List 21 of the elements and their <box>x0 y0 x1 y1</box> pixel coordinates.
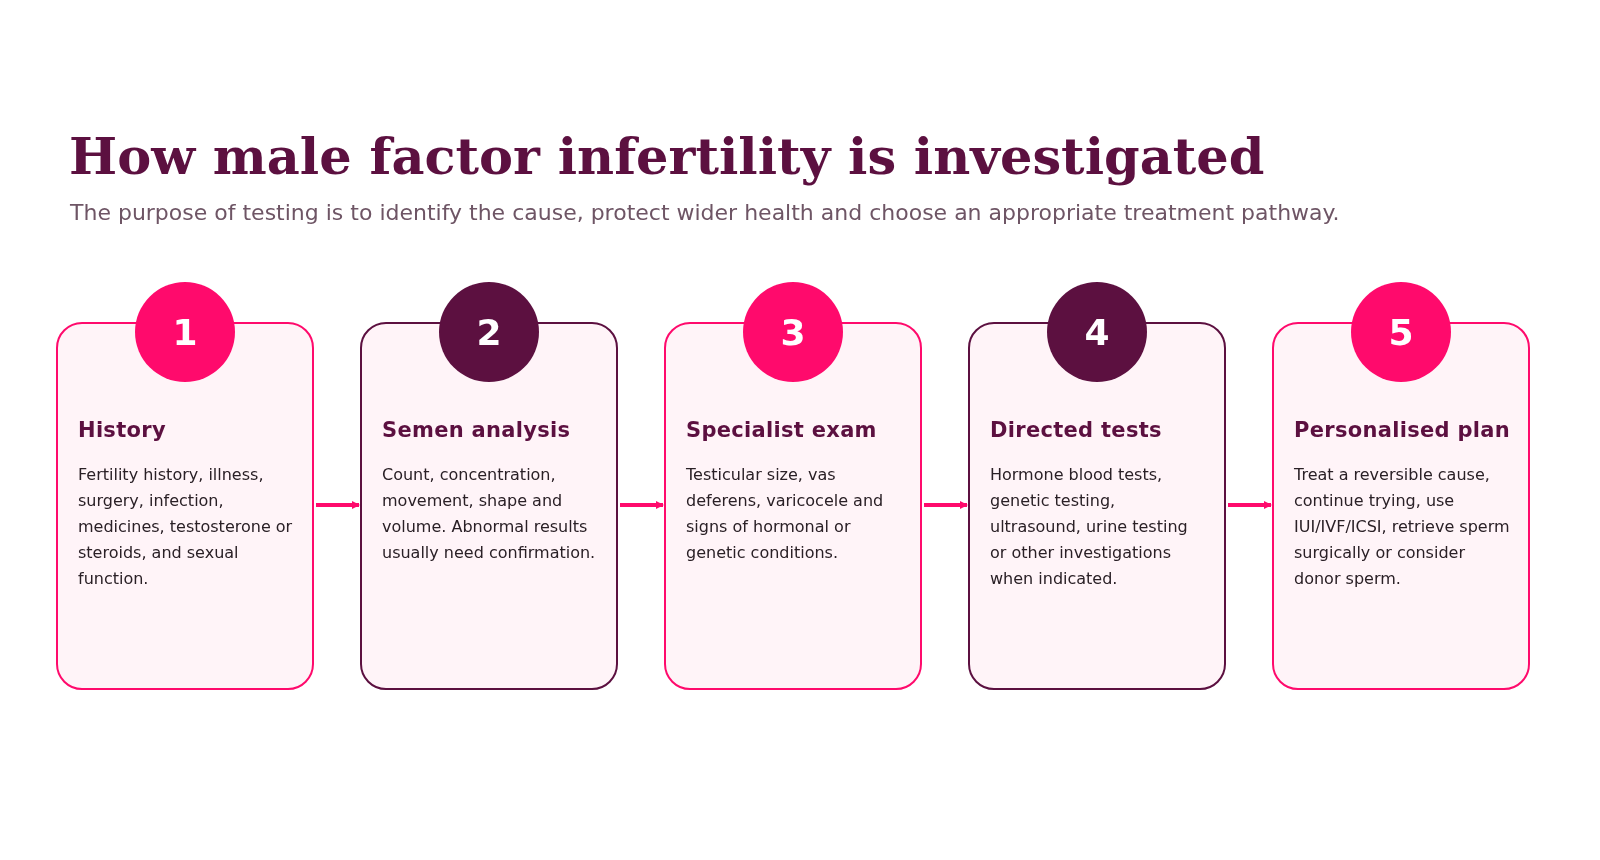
step-description: Fertility history, illness, surgery, infection, medicines, testosterone or steroids, and sexual function. <box>78 464 294 590</box>
title: How male factor infertility is investigated <box>69 126 1265 186</box>
subtitle: The purpose of testing is to identify the cause, protect wider health and choose an appropriate treatment pathway. <box>70 200 1340 225</box>
step-heading: Specialist exam <box>686 418 878 442</box>
step-description: Treat a reversible cause, continue trying, use IUI/IVF/ICSI, retrieve sperm surgically or consider donor sperm. <box>1294 464 1511 590</box>
arrow <box>1228 501 1272 509</box>
step-number-badge: 5 <box>1351 282 1451 382</box>
step-description: Testicular size, vas deferens, varicocele and signs of hormonal or genetic conditions. <box>686 464 885 564</box>
step-heading: Directed tests <box>990 418 1163 442</box>
step-number-badge: 3 <box>743 282 843 382</box>
arrow <box>620 501 664 509</box>
step-heading: Semen analysis <box>382 418 572 442</box>
step-heading: History <box>78 418 167 442</box>
step-number-badge: 4 <box>1047 282 1147 382</box>
step-heading: Personalised plan <box>1294 418 1511 442</box>
step-description: Count, concentration, movement, shape and volume. Abnormal results usually need confirmation. <box>382 464 597 564</box>
arrow <box>316 501 360 509</box>
step-description: Hormone blood tests, genetic testing, ultrasound, urine testing or other investigations when indicated. <box>990 464 1189 590</box>
step-number-badge: 1 <box>135 282 235 382</box>
arrow <box>924 501 968 509</box>
step-number-badge: 2 <box>439 282 539 382</box>
